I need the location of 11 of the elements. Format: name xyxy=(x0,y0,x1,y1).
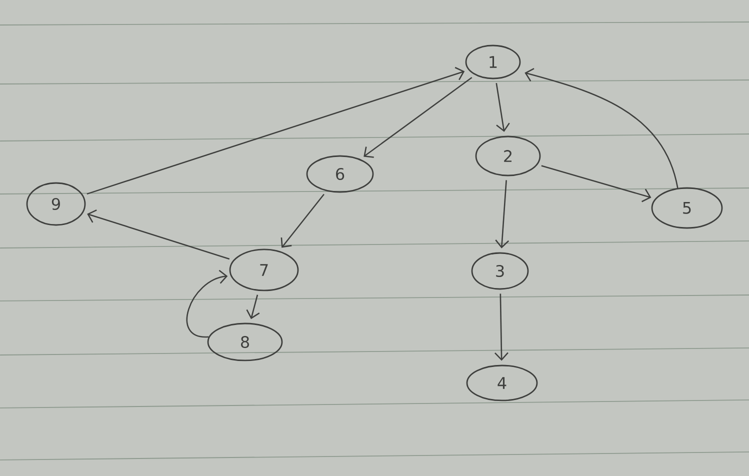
arrow xyxy=(524,68,678,188)
arrow xyxy=(541,165,652,202)
arrow xyxy=(86,66,465,195)
arrow xyxy=(246,294,260,320)
arrow xyxy=(364,76,472,158)
arrow xyxy=(87,209,230,260)
arrow xyxy=(280,194,324,248)
arrow xyxy=(494,294,508,361)
arrow xyxy=(495,180,510,248)
arrow xyxy=(496,82,510,132)
arrow xyxy=(186,270,228,338)
